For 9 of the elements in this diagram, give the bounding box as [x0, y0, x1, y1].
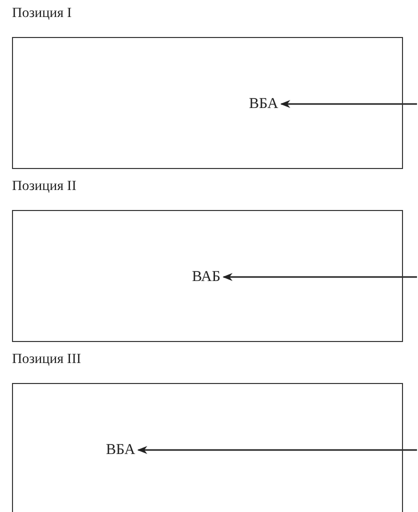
section-heading: Позиция I	[12, 6, 72, 22]
position-label: ВБА	[106, 442, 136, 458]
section-heading: Позиция II	[12, 179, 76, 195]
arrow	[137, 446, 417, 454]
position-label: ВБА	[249, 96, 278, 112]
arrow	[280, 100, 417, 108]
position-label: ВАБ	[192, 269, 221, 285]
section-heading: Позиция III	[12, 352, 82, 368]
arrow	[222, 273, 417, 281]
